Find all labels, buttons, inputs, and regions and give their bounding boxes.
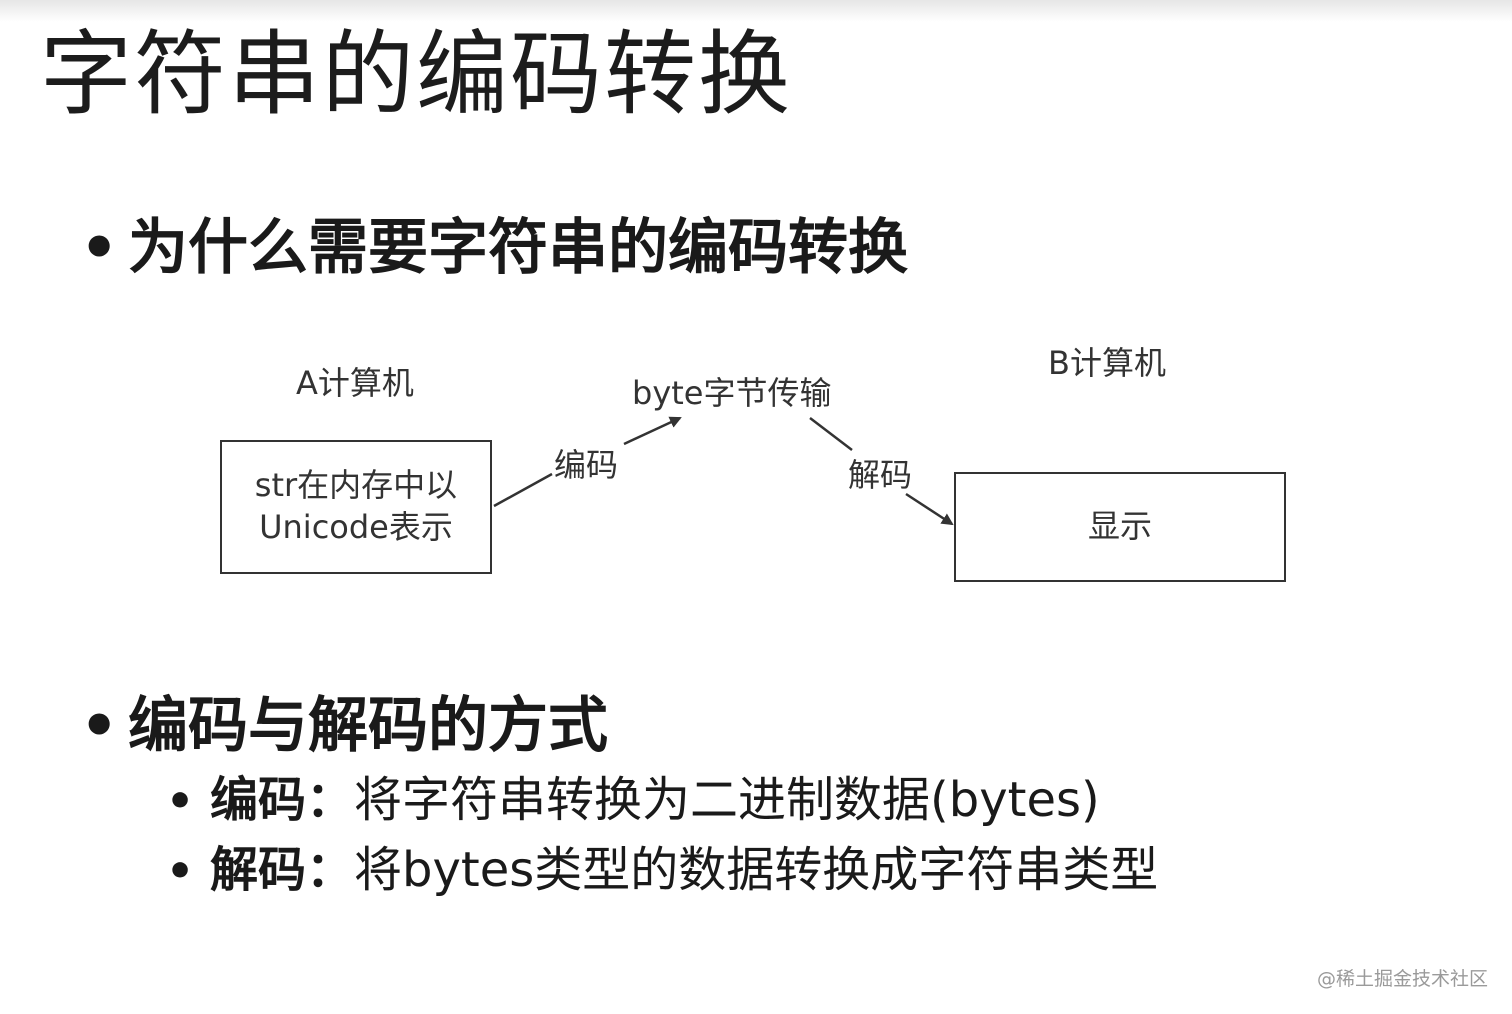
sub-bullet-key: 编码： (210, 772, 355, 828)
sub-bullet-value: 将bytes类型的数据转换成字符串类型 (354, 842, 1159, 898)
byte-transfer-label: byte字节传输 (632, 374, 832, 412)
bullet-text: 编码与解码的方式 (128, 691, 608, 761)
computer-a-label: A计算机 (296, 364, 414, 402)
box-a-line2: Unicode表示 (259, 508, 453, 546)
bullet-encode-decode-methods: •编码与解码的方式 (80, 690, 608, 762)
box-b-text: 显示 (1087, 507, 1152, 546)
top-bar (0, 0, 1512, 22)
box-a-line1: str在内存中以 (254, 466, 458, 505)
decode-arrow-label: 解码 (848, 456, 913, 494)
sub-bullet-dot: • (166, 776, 195, 827)
bullet-why-encode: •为什么需要字符串的编码转换 (80, 212, 908, 284)
slide-title: 字符串的编码转换 (40, 21, 793, 128)
decode-arrow-upper (809, 417, 853, 451)
decode-arrow-lower (905, 492, 954, 526)
encode-arrow-upper (623, 416, 682, 446)
encode-arrow-label: 编码 (554, 446, 619, 484)
bullet-dot: • (80, 213, 119, 283)
sub-bullet-value: 将字符串转换为二进制数据(bytes) (354, 772, 1100, 828)
sub-bullet-dot: • (166, 846, 195, 897)
computer-a-box: str在内存中以 Unicode表示 (220, 440, 492, 574)
sub-bullet-decode: • 解码：将bytes类型的数据转换成字符串类型 (166, 842, 1158, 900)
bullet-text: 为什么需要字符串的编码转换 (128, 213, 908, 283)
bullet-dot: • (80, 691, 119, 761)
sub-bullet-key: 解码： (210, 842, 355, 898)
watermark: @稀土掘金技术社区 (1316, 968, 1488, 990)
computer-b-box: 显示 (954, 472, 1286, 582)
encode-arrow-lower (493, 472, 553, 508)
sub-bullet-encode: • 编码：将字符串转换为二进制数据(bytes) (166, 772, 1100, 830)
computer-b-label: B计算机 (1048, 344, 1166, 382)
